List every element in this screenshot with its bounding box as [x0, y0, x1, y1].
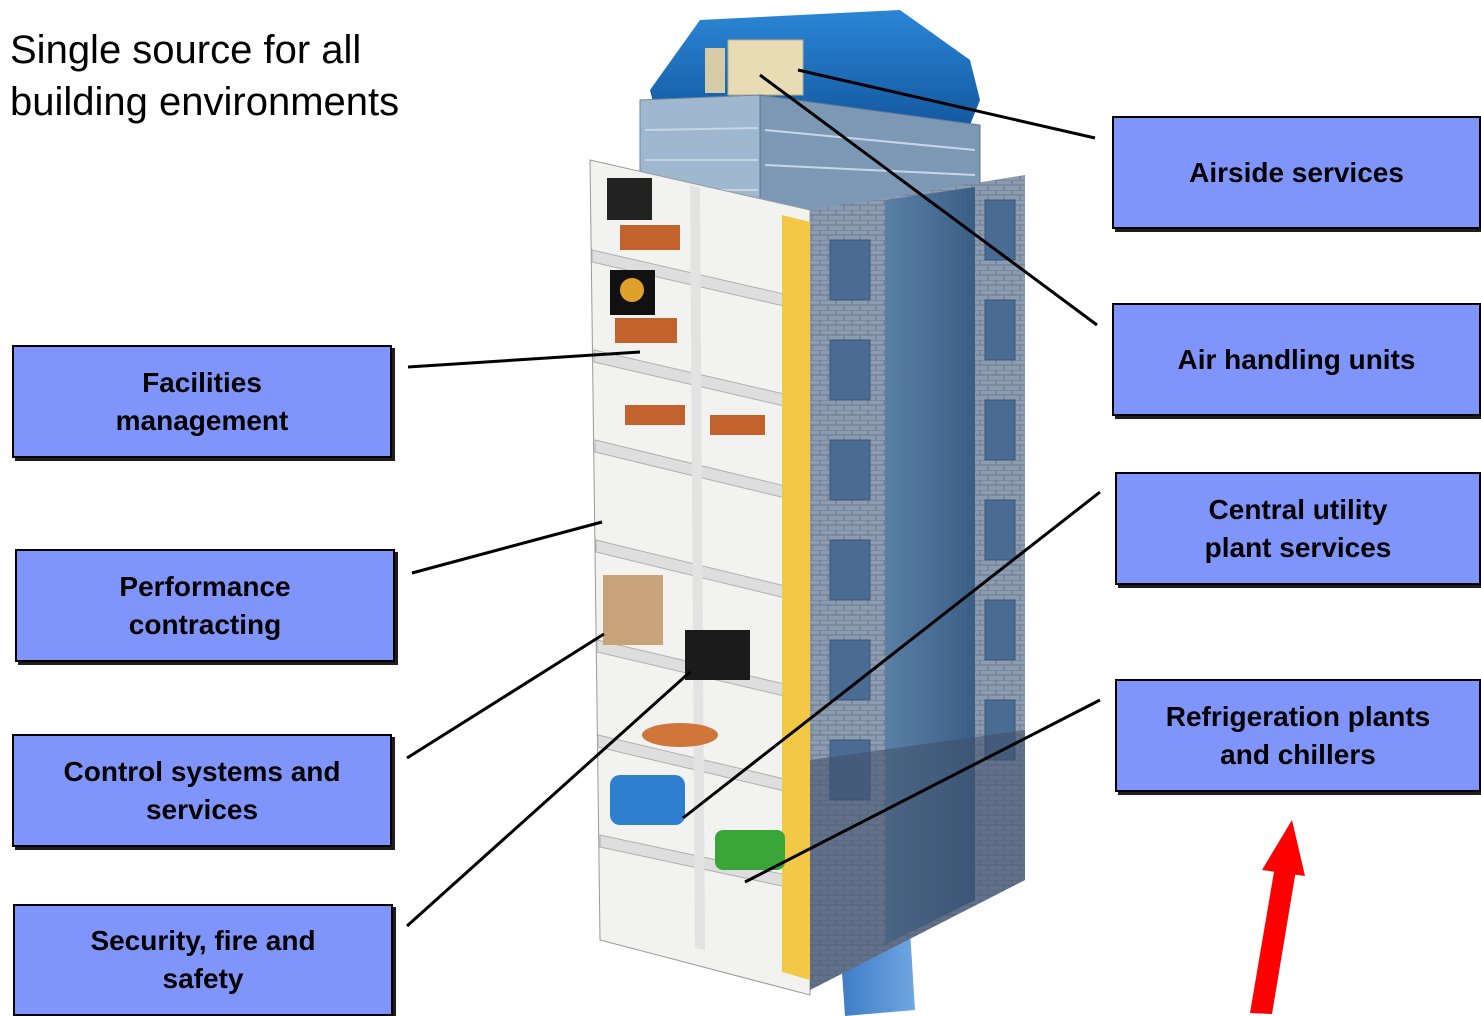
line-air-handling: [759, 73, 1098, 327]
line-performance: [411, 520, 603, 575]
label-refrigeration-text: Refrigeration plants and chillers: [1165, 700, 1431, 770]
label-facilities-management: Facilities management: [12, 345, 392, 458]
label-security-fire-safety: Security, fire and safety: [13, 904, 393, 1016]
label-control-systems: Control systems and services: [12, 734, 392, 847]
roof-vent: [705, 48, 725, 93]
label-central-utility-text: Central utility plant services: [1204, 493, 1392, 563]
meeting-table: [625, 405, 685, 425]
callout-lines: [405, 68, 1101, 928]
line-airside: [797, 68, 1096, 140]
reception-desk: [642, 723, 718, 747]
chiller-unit: [610, 775, 685, 825]
office-desk-1: [620, 225, 680, 250]
label-central-utility: Central utility plant services: [1115, 472, 1481, 585]
line-security: [405, 670, 692, 928]
page-title: Single source for all building environme…: [10, 28, 400, 124]
red-arrow-icon: [1250, 820, 1305, 1014]
line-facilities: [407, 350, 641, 369]
label-performance-text: Performance contracting: [119, 570, 291, 640]
label-refrigeration: Refrigeration plants and chillers: [1115, 679, 1481, 792]
label-airside-text: Airside services: [1189, 156, 1404, 188]
elevator-core: [782, 215, 810, 980]
office-desk-2: [615, 318, 677, 343]
pump-unit: [715, 830, 785, 870]
line-refrigeration: [744, 698, 1101, 884]
office-screen: [607, 178, 652, 220]
label-performance-contracting: Performance contracting: [15, 549, 395, 662]
storage-boxes: [603, 575, 663, 645]
label-security-text: Security, fire and safety: [90, 925, 316, 994]
label-air-handling-text: Air handling units: [1177, 343, 1416, 375]
line-control: [406, 632, 605, 760]
roof-air-unit: [727, 39, 804, 96]
label-air-handling-units: Air handling units: [1112, 303, 1481, 416]
label-control-text: Control systems and services: [63, 755, 341, 825]
label-airside-services: Airside services: [1112, 116, 1481, 229]
line-central-utility: [682, 490, 1101, 820]
label-facilities-text: Facilities management: [115, 366, 289, 436]
control-panel: [685, 630, 750, 680]
